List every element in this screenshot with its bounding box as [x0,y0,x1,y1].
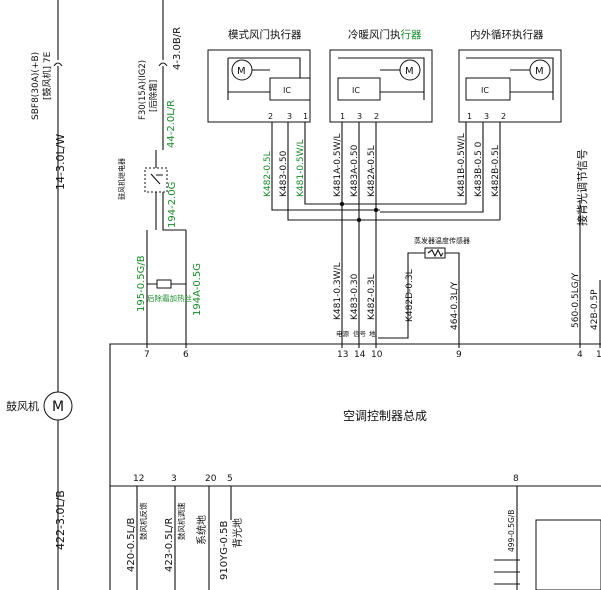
wire-pin1: 42B-0.5P [590,289,600,330]
ctrl-pin-5: 5 [227,474,233,484]
mode-pin-3: 3 [287,112,292,121]
wire-mode-2: K483-0.50 [279,150,289,197]
right-signals: 接背光调节信号 560-0.5LG/Y 42B-0.5P [571,149,601,348]
mode-pin-2: 2 [268,112,273,121]
cool-actuator-title: 冷暖风门执行器 [348,28,422,41]
fuse-ig-a: F30(15A)(IG2) [138,60,148,120]
controller-outline [109,343,601,590]
mode-ic-label: IC [283,86,291,95]
blower-motor-label: M [52,399,64,415]
wire-recirc-1: K481B-0.5W/L [457,133,467,197]
ctrl-pin-14: 14 [354,350,366,360]
wire-bl: 910YG-0.5B [219,521,230,580]
blower-label: 鼓风机 [6,399,39,413]
cool-pin-3: 3 [357,112,362,121]
wire-mode-1: K482-0.5L [263,151,273,197]
pin14-note: 信号 [353,329,367,338]
fuse-main-b: [鼓风机] 7E [41,51,53,100]
backlight-signal-note: 接背光调节信号 [575,149,589,226]
ac-controller: 空调控制器总成 7 6 13 14 10 9 4 1 12 3 20 5 8 [109,343,601,590]
pin10-note: 地 [369,329,376,338]
actuator-wires: K482-0.5L K483-0.50 K481-0.5W/L K481A-0.… [263,122,501,348]
fuse-main-a: SBF8(30A)(+B) [31,52,41,120]
wire-relay-out: 194-2.0G [167,182,178,228]
wire-pin8: 499-0.5G/B [507,510,516,552]
bl-label: 背光地 [231,518,244,548]
ctrl-pin-20: 20 [205,474,217,484]
wire-recirc-3: K482B-0.5L [491,145,501,197]
ctrl-pin-10: 10 [371,350,383,360]
recirc-ic-box [465,77,511,101]
wire-195: 195-0.5G/B [136,255,147,312]
mode-ic-box [269,77,311,101]
wire-pin4: 560-0.5LG/Y [571,272,581,328]
cool-pin-1: 1 [340,112,345,121]
recirc-actuator-title: 内外循环执行器 [470,28,544,41]
wire-fb: 420-0.5L/B [126,517,137,572]
cool-motor-label: M [405,66,414,77]
ctrl-pin-9: 9 [456,350,462,360]
pin13-note: 电源 [336,329,350,338]
mode-pin-1: 1 [303,112,308,121]
wire-194a: 194A-0.5G [192,263,203,316]
wire-relay-in: 44-2.0L/R [166,100,177,148]
wire-speed: 423-0.5L/R [164,517,175,572]
ctrl-pin-8: 8 [513,474,519,484]
wire-fuse-ig: 4-3.0B/R [172,27,183,70]
controller-title: 空调控制器总成 [343,409,427,423]
recirc-ic-label: IC [481,86,489,95]
recirc-motor-label: M [535,66,544,77]
gnd-label: 系统地 [195,515,208,545]
ctrl-pin-12: 12 [133,474,144,484]
wire-cool-3: K482A-0.5L [367,145,377,197]
mode-motor-label: M [237,66,246,77]
fuse-ig-b: [后除霜] [148,80,159,112]
ctrl-pin-7: 7 [144,350,150,360]
wire-left-main: 14-3.0L/W [54,134,67,190]
sensor-label: 蒸发器温度传感器 [414,236,470,245]
mode-actuator-title: 模式风门执行器 [228,28,302,41]
blower-motor-icon [43,391,73,421]
ctrl-pin-3: 3 [171,474,177,484]
wire-sensor: K482D-0.3L [405,269,415,322]
wire-sensor-out: 464-0.3L/Y [450,281,460,330]
relay-label: 鼓风机继电器 [117,158,126,200]
recirc-actuator: 内外循环执行器 M IC 1 3 2 [458,28,562,123]
mode-actuator: 模式风门执行器 M IC 2 3 1 [207,28,311,123]
left-power: SBF8(30A)(+B) [鼓风机] 7E 14-3.0L/W F30(15A… [6,0,203,590]
wire-ctrl-10: K482-0.3L [367,274,377,320]
ctrl-pin-1: 1 [596,350,601,360]
ctrl-pin-6: 6 [183,350,189,360]
partial-box-right [535,519,601,590]
ctrl-pin-4: 4 [577,350,583,360]
bottom-wires: 420-0.5L/B 鼓风机反馈 423-0.5L/R 鼓风机调速 系统地 91… [126,486,601,590]
wire-ctrl-13: K481-0.3W/L [333,262,343,320]
speed-label: 鼓风机调速 [176,502,186,540]
cool-actuator: 冷暖风门执行器 M IC 1 3 2 [329,28,433,123]
heater-label: 后除霜加热丝 [147,293,192,303]
wire-cool-2: K483A-0.50 [350,144,360,197]
recirc-pin-3: 3 [484,112,489,121]
fb-label: 鼓风机反馈 [138,502,148,540]
heater-box [156,279,172,289]
wire-recirc-2: K483B-0.5 0 [474,141,484,197]
wire-blower: 422-3.0L/B [54,490,67,550]
wire-mode-3: K481-0.5W/L [296,139,306,197]
cool-ic-label: IC [352,86,360,95]
evaporator-sensor: 蒸发器温度传感器 K482D-0.3L 464-0.3L/Y [378,236,470,348]
wire-cool-1: K481A-0.5W/L [333,133,343,197]
wire-ctrl-14: K483-0.30 [350,273,360,320]
ctrl-pin-13: 13 [337,350,348,360]
cool-ic-box [337,77,381,101]
cool-pin-2: 2 [374,112,379,121]
recirc-pin-2: 2 [501,112,506,121]
recirc-pin-1: 1 [467,112,472,121]
